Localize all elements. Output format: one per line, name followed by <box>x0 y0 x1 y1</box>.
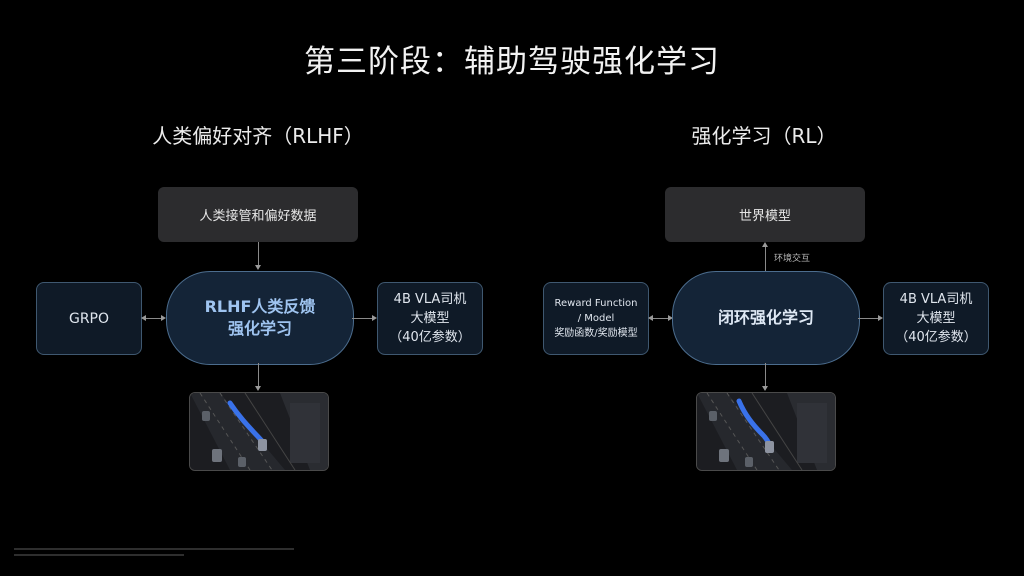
right-vla-box: 4B VLA司机 大模型 （40亿参数） <box>883 282 989 355</box>
left-center-line1: RLHF人类反馈 <box>204 297 316 316</box>
right-reward-box: Reward Function / Model 奖励函数/奖励模型 <box>543 282 649 355</box>
road-scene-graphic <box>190 393 328 470</box>
right-arrow-right-line <box>858 318 878 319</box>
right-subtitle: 强化学习（RL） <box>691 124 837 148</box>
left-grpo-box: GRPO <box>36 282 142 355</box>
right-bidir-line <box>653 318 669 319</box>
right-center-pill: 闭环强化学习 <box>672 271 860 365</box>
right-vla-line2: 大模型 <box>916 311 956 326</box>
left-center-line2: 强化学习 <box>227 319 292 338</box>
left-center-pill: RLHF人类反馈 强化学习 <box>166 271 354 365</box>
right-vla-line3: （40亿参数） <box>895 330 977 345</box>
left-arrow-top-line <box>258 242 259 266</box>
footnote-line-2 <box>14 554 184 556</box>
right-reward-line3: 奖励函数/奖励模型 <box>554 328 638 339</box>
left-bidir-line <box>146 318 162 319</box>
right-edge-label: 环境交互 <box>774 254 811 264</box>
road-scene-graphic <box>697 393 835 470</box>
left-arrow-right-line <box>352 318 372 319</box>
right-arrow-bottom-head <box>762 386 768 391</box>
left-vla-line2: 大模型 <box>410 311 450 326</box>
left-arrow-right-head <box>372 315 377 321</box>
left-arrow-bottom-line <box>258 363 259 387</box>
right-arrow-bottom-line <box>765 363 766 387</box>
right-driving-scene-image <box>696 392 836 471</box>
right-reward-line1: Reward Function <box>554 298 638 309</box>
right-bidir-head-right <box>668 315 673 321</box>
left-arrow-bottom-head <box>255 386 261 391</box>
right-center-label: 闭环强化学习 <box>717 308 814 327</box>
left-subtitle: 人类偏好对齐（RLHF） <box>152 124 364 148</box>
page-title: 第三阶段：辅助驾驶强化学习 <box>304 44 720 80</box>
left-vla-box: 4B VLA司机 大模型 （40亿参数） <box>377 282 483 355</box>
left-vla-line3: （40亿参数） <box>389 330 471 345</box>
right-reward-line2: / Model <box>577 313 615 324</box>
right-arrow-right-head <box>878 315 883 321</box>
footnote <box>14 548 314 556</box>
right-top-box-label: 世界模型 <box>738 209 791 224</box>
left-arrow-top-head <box>255 265 261 270</box>
left-grpo-label: GRPO <box>68 310 110 327</box>
right-bidir-head-left <box>648 315 653 321</box>
footnote-line-1 <box>14 548 294 550</box>
left-top-box: 人类接管和偏好数据 <box>158 187 358 242</box>
right-arrow-up-head <box>762 242 768 247</box>
right-top-box: 世界模型 <box>665 187 865 242</box>
left-bidir-head-right <box>161 315 166 321</box>
left-bidir-head-left <box>141 315 146 321</box>
right-vla-line1: 4B VLA司机 <box>899 292 973 307</box>
left-driving-scene-image <box>189 392 329 471</box>
left-vla-line1: 4B VLA司机 <box>393 292 467 307</box>
right-arrow-up-line <box>765 247 766 271</box>
left-top-box-label: 人类接管和偏好数据 <box>199 209 317 224</box>
